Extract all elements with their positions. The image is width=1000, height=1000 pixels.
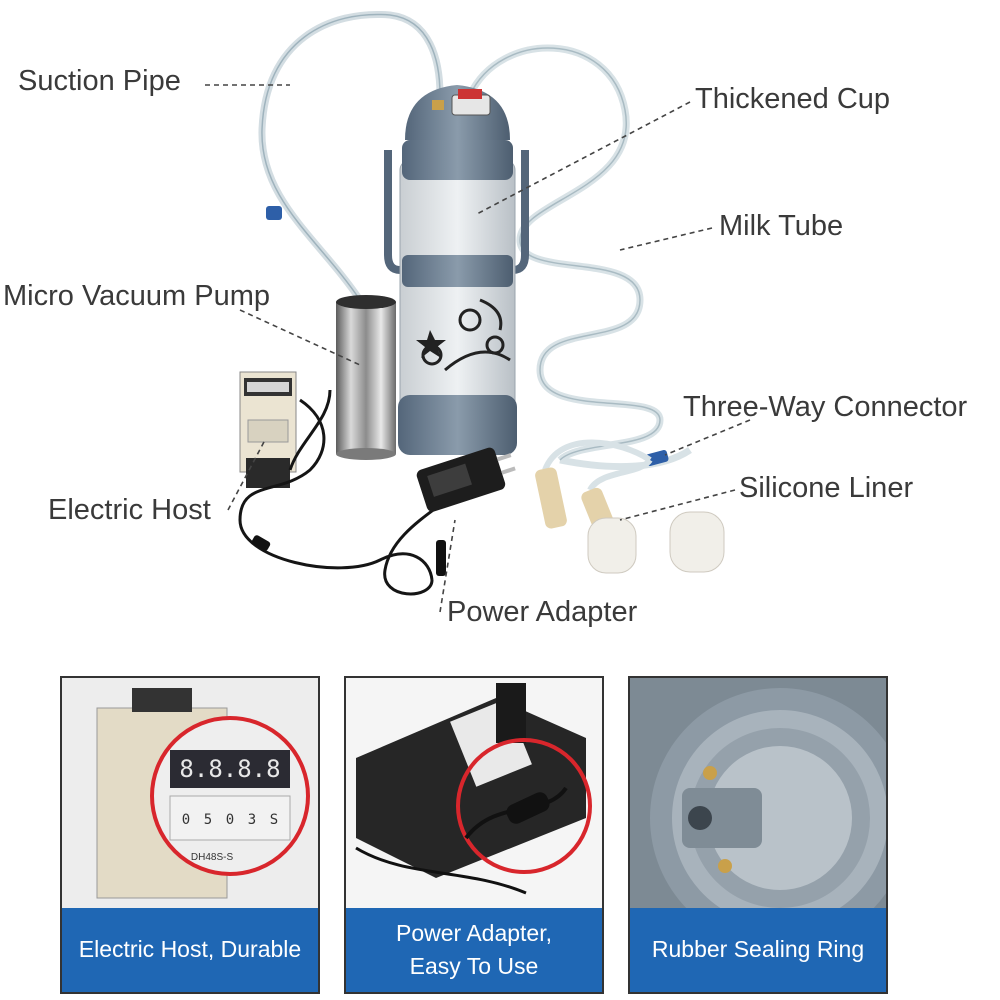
panel-rubber-sealing-ring: Rubber Sealing Ring (628, 676, 888, 994)
power-adapter (416, 447, 516, 512)
dial-digit: 5 (204, 812, 212, 828)
caption-rubber-sealing-ring: Rubber Sealing Ring (630, 908, 886, 992)
thickened-cup (384, 85, 529, 455)
panel-electric-host: 8.8.8.8 0 5 0 3 S DH48S-S Electric Host,… (60, 676, 320, 994)
electric-host (239, 371, 297, 488)
label-thickened-cup: Thickened Cup (695, 83, 891, 115)
caption-line: Power Adapter, (396, 919, 552, 946)
label-three-way-connector: Three-Way Connector (683, 391, 968, 423)
digit-display: 8.8.8.8 (179, 755, 280, 783)
label-power-adapter: Power Adapter (447, 596, 638, 628)
caption-line: Rubber Sealing Ring (651, 936, 865, 963)
micro-vacuum-pump (336, 295, 396, 460)
highlight-circle (456, 738, 592, 874)
power-adapter-closeup (346, 678, 602, 908)
silicone-liner (535, 467, 725, 574)
dial-digit: 3 (248, 812, 256, 828)
dial-digit: 0 (226, 812, 234, 828)
label-milk-tube: Milk Tube (719, 210, 844, 242)
dial-digit: S (270, 812, 278, 828)
caption-power-adapter: Power Adapter, Easy To Use (346, 908, 602, 992)
label-electric-host: Electric Host (48, 494, 211, 526)
label-suction-pipe: Suction Pipe (18, 65, 181, 97)
label-silicone-liner: Silicone Liner (739, 472, 914, 504)
pipe-connector (266, 206, 282, 220)
switch-icon (436, 540, 446, 576)
callout-leaders (205, 84, 751, 613)
model-label: DH48S-S (191, 852, 234, 863)
switch-icon (506, 792, 550, 824)
caption-line: Easy To Use (409, 953, 539, 979)
caption-line: Electric Host, Durable (78, 936, 302, 963)
label-micro-vacuum-pump: Micro Vacuum Pump (3, 280, 270, 312)
sealing-ring-closeup (630, 678, 886, 908)
product-illustration (205, 10, 751, 613)
electric-host-closeup: 8.8.8.8 0 5 0 3 S DH48S-S (62, 678, 318, 908)
caption-electric-host: Electric Host, Durable (62, 908, 318, 992)
power-cable (238, 389, 441, 596)
panel-power-adapter: Power Adapter, Easy To Use (344, 676, 604, 994)
dial-digit: 0 (182, 812, 190, 828)
